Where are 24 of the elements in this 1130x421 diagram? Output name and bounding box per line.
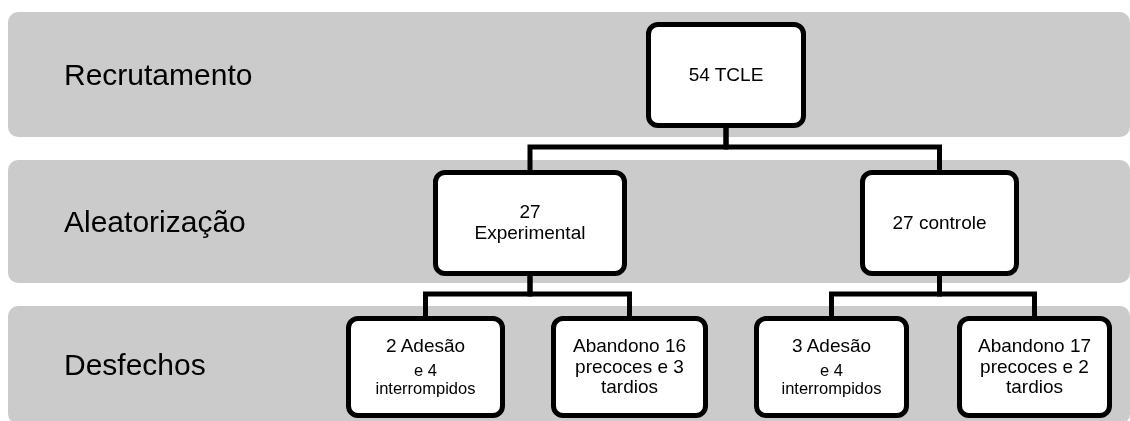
box-text: Abandono 17 precoces e 2 tardios — [976, 336, 1093, 398]
process-box — [551, 316, 708, 418]
box-text: 3 Adesão — [791, 335, 872, 357]
box-text: Abandono 16 precoces e 3 tardios — [571, 336, 688, 398]
stage-band — [8, 12, 1130, 137]
stage-label: Aleatorização — [64, 204, 246, 239]
connector-line — [723, 128, 942, 170]
connector-line — [527, 276, 632, 316]
box-text: 27 controle — [892, 212, 987, 234]
stage-band — [8, 160, 1130, 283]
stage-label: Desfechos — [64, 348, 206, 382]
process-box — [754, 316, 909, 418]
process-box — [646, 22, 806, 128]
process-box — [957, 316, 1112, 418]
process-box — [860, 170, 1019, 276]
box-text: 27 Experimental — [473, 202, 587, 244]
box-text: 54 TCLE — [688, 64, 764, 86]
box-text: 2 Adesão — [385, 335, 466, 357]
box-text: e 4 interrompidos — [780, 362, 883, 399]
box-text: e 4 interrompidos — [374, 362, 477, 399]
stage-label: Recrutamento — [64, 57, 253, 92]
process-box — [433, 170, 627, 276]
process-box — [346, 316, 505, 418]
stage-band — [8, 306, 1130, 421]
